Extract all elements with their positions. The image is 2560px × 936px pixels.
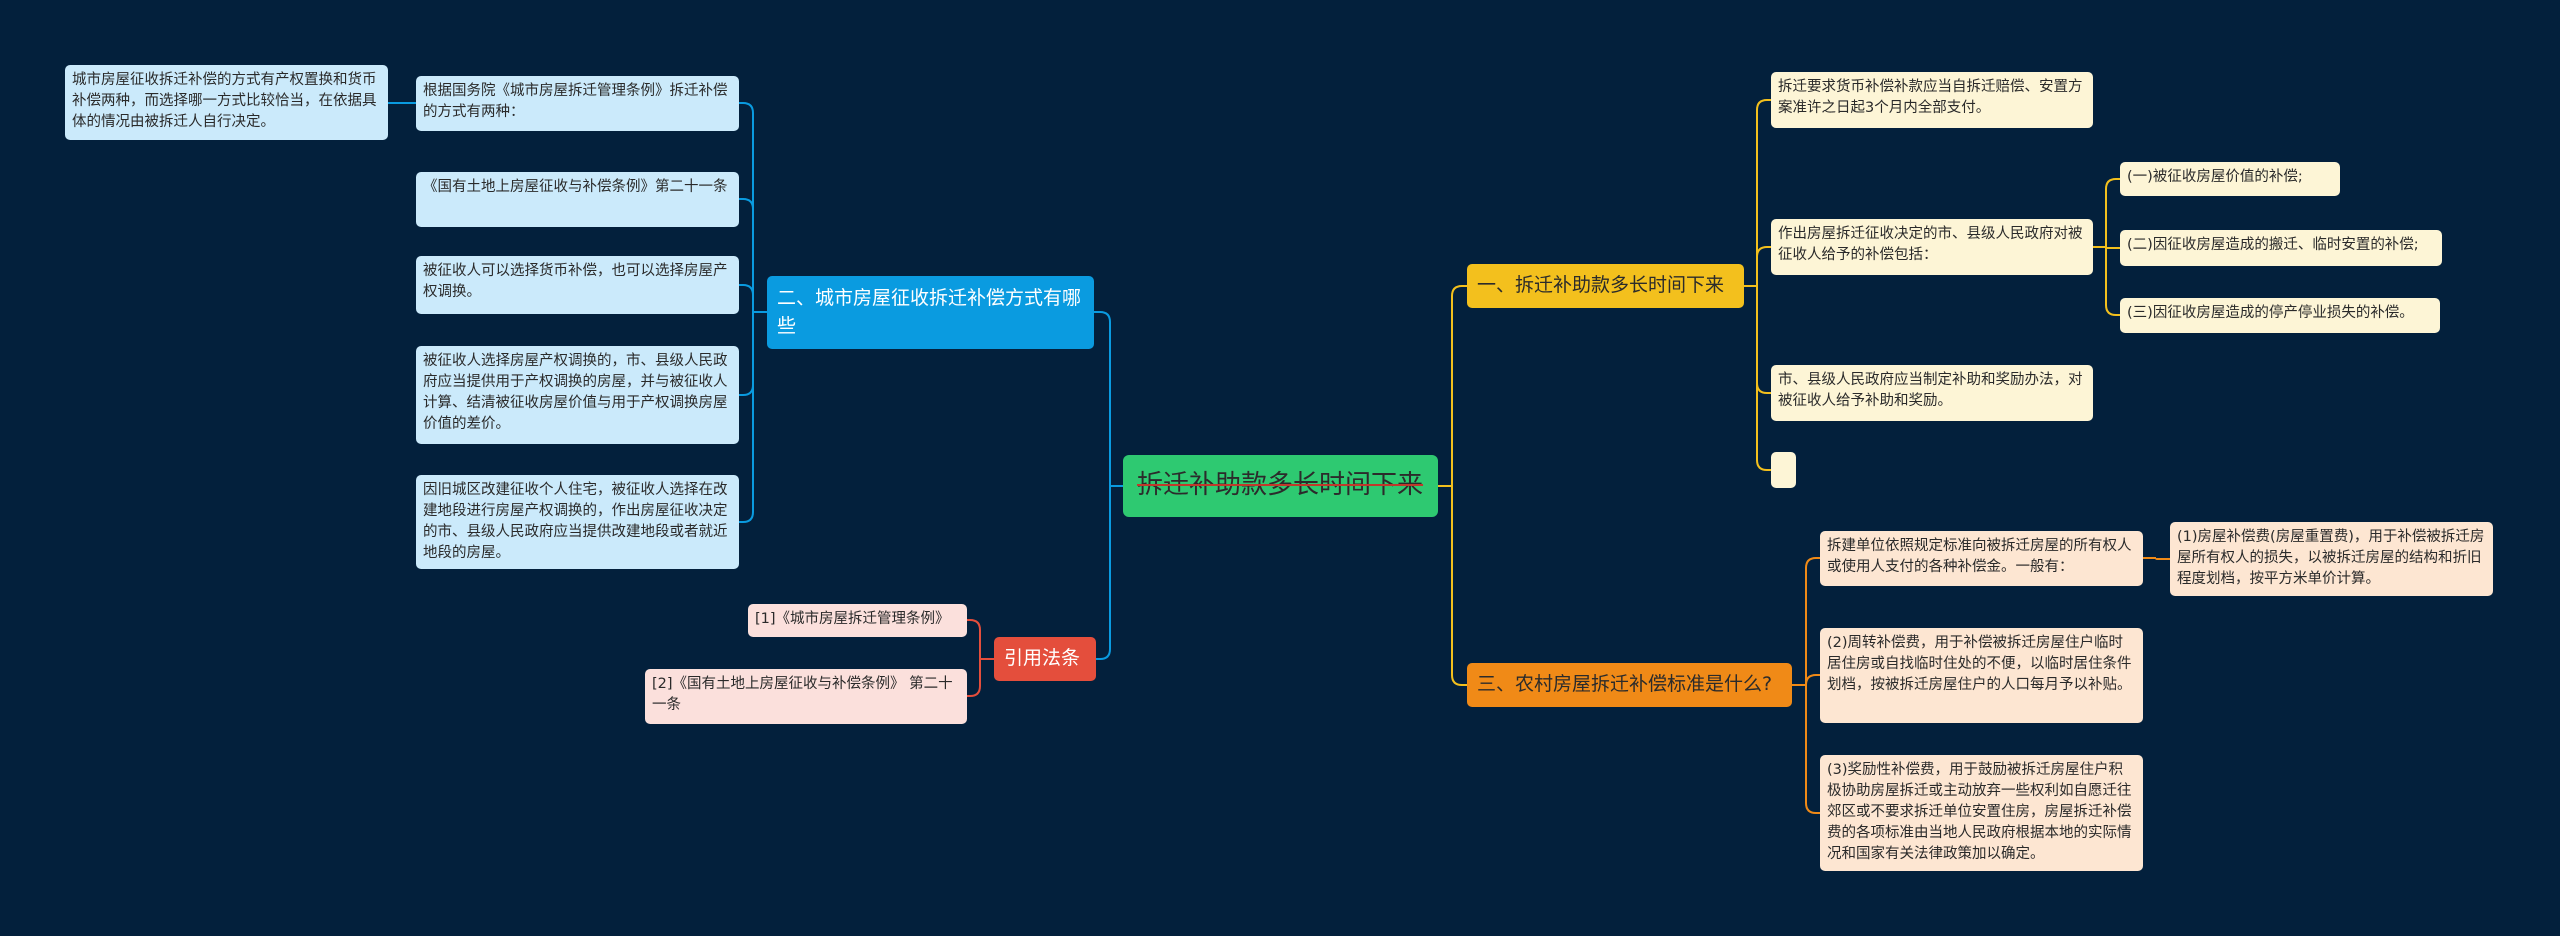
section2-connector-link-3 — [739, 284, 754, 312]
reference-item-2[interactable]: [2]《国有土地上房屋征收与补偿条例》 第二十一条 — [645, 669, 967, 724]
branch-compensation-methods[interactable]: 二、城市房屋征收拆迁补偿方式有哪些 — [767, 276, 1094, 349]
branch-rural-standards-label: 三、农村房屋拆迁补偿标准是什么? — [1477, 673, 1773, 696]
center-left-connector-link-1 — [1094, 311, 1111, 486]
rural-standards-item-1[interactable]: 拆建单位依照规定标准向被拆迁房屋的所有权人或使用人支付的各种补偿金。一般有： — [1820, 531, 2143, 586]
payment-timing-item-empty[interactable] — [1771, 452, 1796, 488]
section1-connector-link-4 — [1756, 286, 1771, 471]
branch-references[interactable]: 引用法条 — [994, 637, 1096, 681]
compensation-methods-item-1[interactable]: 根据国务院《城市房屋拆迁管理条例》拆迁补偿的方式有两种： — [416, 76, 739, 131]
branch-payment-timing[interactable]: 一、拆迁补助款多长时间下来 — [1467, 264, 1744, 308]
payment-timing-item-1[interactable]: 拆迁要求货币补偿补款应当自拆迁赔偿、安置方案准许之日起3个月内全部支付。 — [1771, 72, 2093, 128]
payment-timing-subitem-2[interactable]: (二)因征收房屋造成的搬迁、临时安置的补偿; — [2120, 230, 2442, 266]
branch-compensation-methods-label: 二、城市房屋征收拆迁补偿方式有哪些 — [777, 286, 1082, 337]
section3-connector-link-2 — [1805, 674, 1820, 686]
references-connector-link-2 — [967, 659, 981, 697]
section3-connector-link-3 — [1805, 685, 1820, 814]
section2-connector-link-4 — [739, 312, 754, 396]
branch-payment-timing-label: 一、拆迁补助款多长时间下来 — [1477, 274, 1725, 297]
compensation-methods-item-1-detail[interactable]: 城市房屋征收拆迁补偿的方式有产权置换和货币补偿两种，而选择哪一方式比较恰当，在依… — [65, 65, 388, 140]
section2-connector-link-1 — [739, 102, 754, 312]
center-right-connector-link-1 — [1451, 285, 1467, 486]
central-topic[interactable]: 拆迁补助款多长时间下来 — [1123, 455, 1438, 517]
payment-timing-subitem-3[interactable]: (三)因征收房屋造成的停产停业损失的补偿。 — [2120, 298, 2440, 333]
section1-sub-connector-link-3 — [2105, 247, 2120, 316]
section3-connector-link-1 — [1805, 557, 1820, 685]
references-connector-link-1 — [967, 619, 981, 659]
rural-standards-item-2[interactable]: (2)周转补偿费，用于补偿被拆迁房屋住户临时居住房或自找临时住处的不便，以临时居… — [1820, 628, 2143, 723]
branch-references-label: 引用法条 — [1004, 647, 1081, 670]
section1-sub-connector-link-1 — [2105, 178, 2120, 247]
compensation-methods-item-2[interactable]: 《国有土地上房屋征收与补偿条例》第二十一条 — [416, 172, 739, 227]
section1-sub-connector-link-2 — [2105, 246, 2120, 249]
compensation-methods-item-4[interactable]: 被征收人选择房屋产权调换的，市、县级人民政府应当提供用于产权调换的房屋，并与被征… — [416, 346, 739, 444]
center-right-connector-link-2 — [1451, 486, 1467, 686]
payment-timing-item-2[interactable]: 作出房屋拆迁征收决定的市、县级人民政府对被征收人给予的补偿包括： — [1771, 219, 2093, 275]
payment-timing-item-3[interactable]: 市、县级人民政府应当制定补助和奖励办法，对被征收人给予补助和奖励。 — [1771, 365, 2093, 421]
rural-standards-item-1-detail[interactable]: (1)房屋补偿费(房屋重置费)，用于补偿被拆迁房屋所有权人的损失，以被拆迁房屋的… — [2170, 522, 2493, 596]
compensation-methods-item-5[interactable]: 因旧城区改建征收个人住宅，被征收人选择在改建地段进行房屋产权调换的，作出房屋征收… — [416, 475, 739, 569]
center-left-connector-link-2 — [1094, 486, 1111, 660]
section2-connector-link-5 — [739, 312, 754, 523]
rural-standards-item-3[interactable]: (3)奖励性补偿费，用于鼓励被拆迁房屋住户积极协助房屋拆迁或主动放弃一些权利如自… — [1820, 755, 2143, 871]
section1-connector-link-2 — [1756, 246, 1771, 286]
reference-item-1[interactable]: [1]《城市房屋拆迁管理条例》 — [748, 604, 967, 637]
central-topic-label: 拆迁补助款多长时间下来 — [1137, 470, 1424, 501]
section3-sub-connector-link-1 — [2155, 557, 2170, 560]
section2-connector-link-2 — [739, 198, 754, 312]
payment-timing-subitem-1[interactable]: (一)被征收房屋价值的补偿; — [2120, 162, 2340, 196]
section1-connector-link-3 — [1756, 286, 1771, 394]
compensation-methods-item-3[interactable]: 被征收人可以选择货币补偿，也可以选择房屋产权调换。 — [416, 256, 739, 314]
branch-rural-standards[interactable]: 三、农村房屋拆迁补偿标准是什么? — [1467, 663, 1792, 707]
section1-connector-link-1 — [1756, 99, 1771, 286]
